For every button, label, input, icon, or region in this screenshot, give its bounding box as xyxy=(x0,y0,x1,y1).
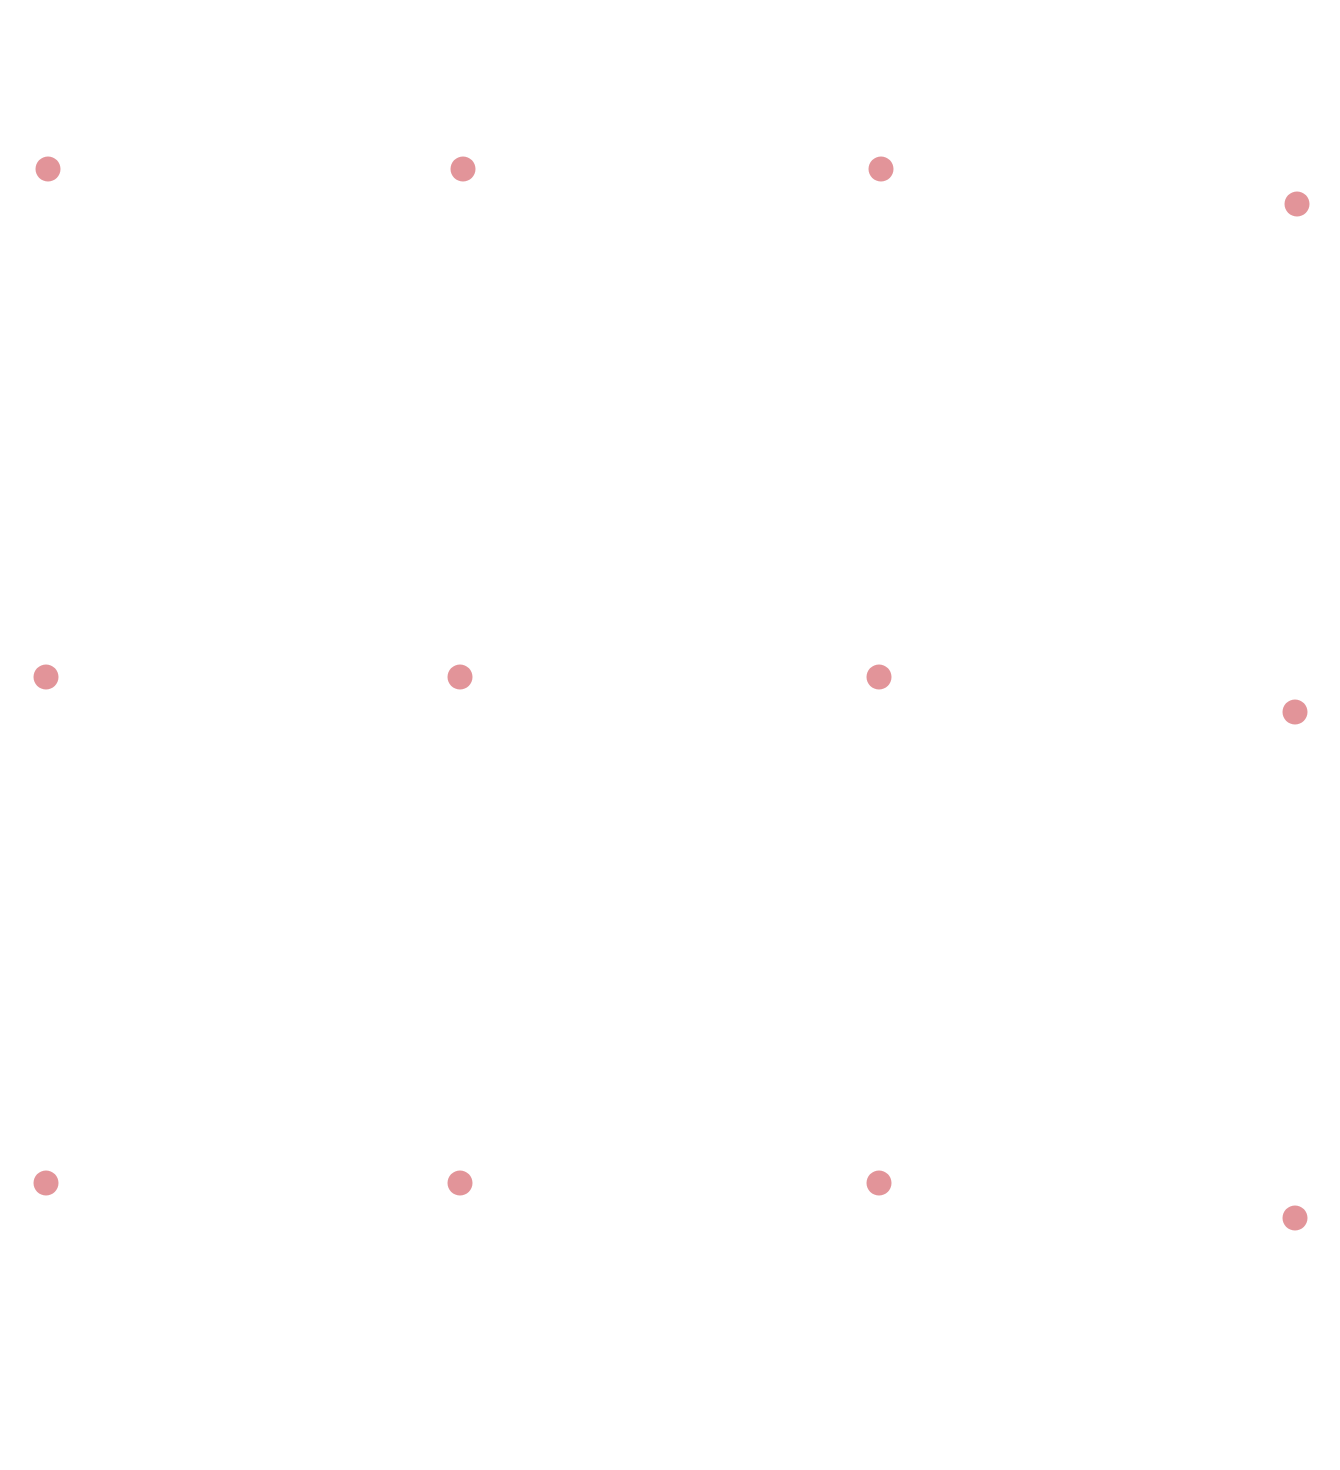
dot xyxy=(447,664,473,690)
dot xyxy=(33,1170,59,1196)
dot xyxy=(35,156,61,182)
dot xyxy=(33,664,59,690)
dot xyxy=(1284,191,1310,217)
dot xyxy=(1282,699,1308,725)
dot xyxy=(868,156,894,182)
dot xyxy=(447,1170,473,1196)
dot xyxy=(866,1170,892,1196)
dot xyxy=(1282,1205,1308,1231)
dot xyxy=(866,664,892,690)
dot xyxy=(450,156,476,182)
